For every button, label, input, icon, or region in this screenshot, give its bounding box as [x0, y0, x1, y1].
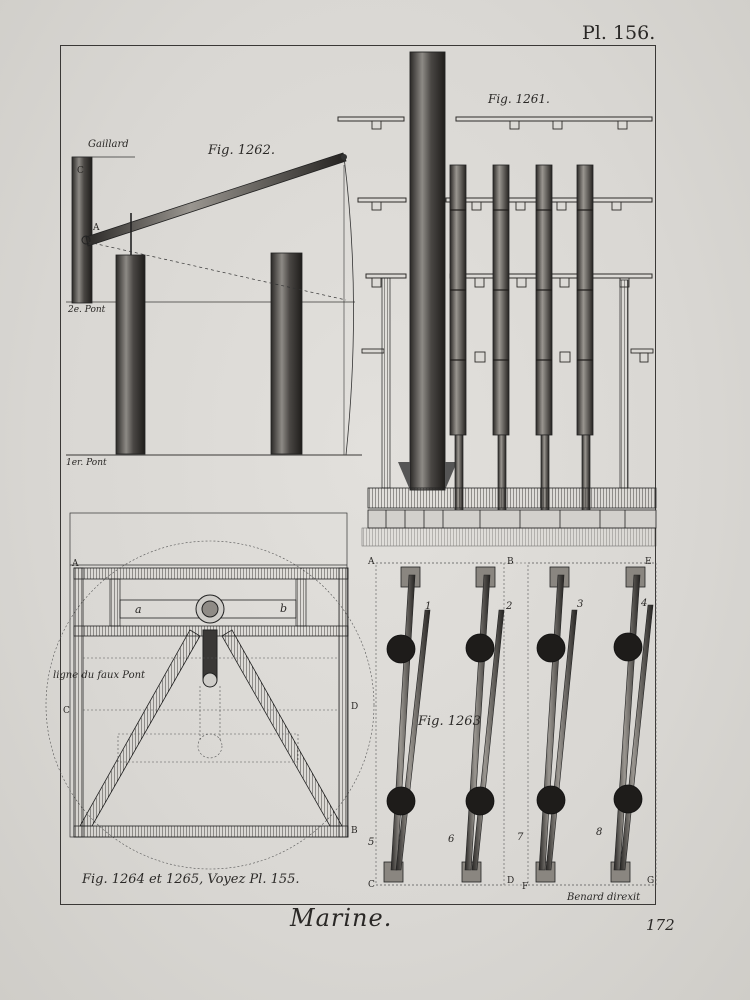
- fig-1263-drawing: [375, 562, 657, 886]
- first-deck-label: 1er. Pont: [66, 458, 107, 468]
- fig-1261-drawing: [337, 51, 657, 547]
- f1263-corner-a: A: [368, 557, 375, 567]
- gaillard-label: Gaillard: [88, 139, 129, 150]
- plate-number: Pl. 156.: [582, 22, 656, 44]
- pump-number-6: 6: [448, 834, 455, 845]
- fig-1262-drawing: [66, 152, 362, 456]
- keelson: [367, 487, 657, 509]
- fig-1261-title: Fig. 1261.: [488, 92, 550, 106]
- pump-number-2: 2: [506, 601, 513, 612]
- corner-a-label: A: [72, 559, 79, 569]
- brake-lever: [85, 152, 347, 247]
- plate-border: [60, 45, 656, 905]
- pump-bores: [386, 632, 643, 816]
- second-deck-label: 2e. Pont: [68, 305, 106, 315]
- floor-timbers: [367, 509, 657, 529]
- f1263-corner-e: E: [645, 557, 652, 567]
- fig-1262-title: Fig. 1262.: [208, 143, 275, 158]
- pump-number-4: 4: [641, 598, 648, 609]
- axle-b-label: b: [280, 602, 288, 615]
- pump-column-left: [115, 254, 146, 455]
- axle-a-label: a: [135, 603, 142, 616]
- f1263-corner-b: B: [507, 557, 514, 567]
- pump-pipes: [449, 164, 594, 526]
- side-c-label: C: [63, 706, 70, 716]
- fig-1264-drawing: [45, 512, 375, 870]
- fig-1263-title: Fig. 1263: [418, 714, 481, 729]
- pump-number-8: 8: [596, 827, 603, 838]
- corner-b-label: B: [351, 826, 358, 836]
- section-title: Marine.: [290, 904, 393, 932]
- pump-number-3: 3: [577, 599, 584, 610]
- pump-number-7: 7: [517, 832, 524, 843]
- f1263-corner-c: C: [368, 880, 375, 890]
- stanchion-c: [71, 156, 93, 304]
- mainmast: [409, 51, 446, 491]
- f1263-corner-d: D: [507, 876, 515, 886]
- flywheel-circle: [45, 540, 375, 870]
- side-d-label: D: [351, 702, 359, 712]
- pump-number-5: 5: [368, 837, 375, 848]
- lower-lever-position: [87, 241, 347, 301]
- pivot-a-label: A: [93, 223, 100, 233]
- bottom-caption: Fig. 1264 et 1265, Voyez Pl. 155.: [82, 872, 300, 887]
- false-deck-line-label: ligne du faux Pont: [53, 670, 146, 681]
- page-number: 172: [646, 916, 675, 934]
- pump-column-right: [270, 252, 303, 455]
- f1263-corner-f: F: [522, 882, 529, 892]
- f1263-corner-g: G: [647, 876, 655, 886]
- engraver-credit: Benard direxit: [567, 892, 641, 903]
- stanchion-c-label: C: [77, 166, 84, 176]
- pump-number-1: 1: [425, 601, 432, 612]
- swing-arc: [343, 156, 354, 456]
